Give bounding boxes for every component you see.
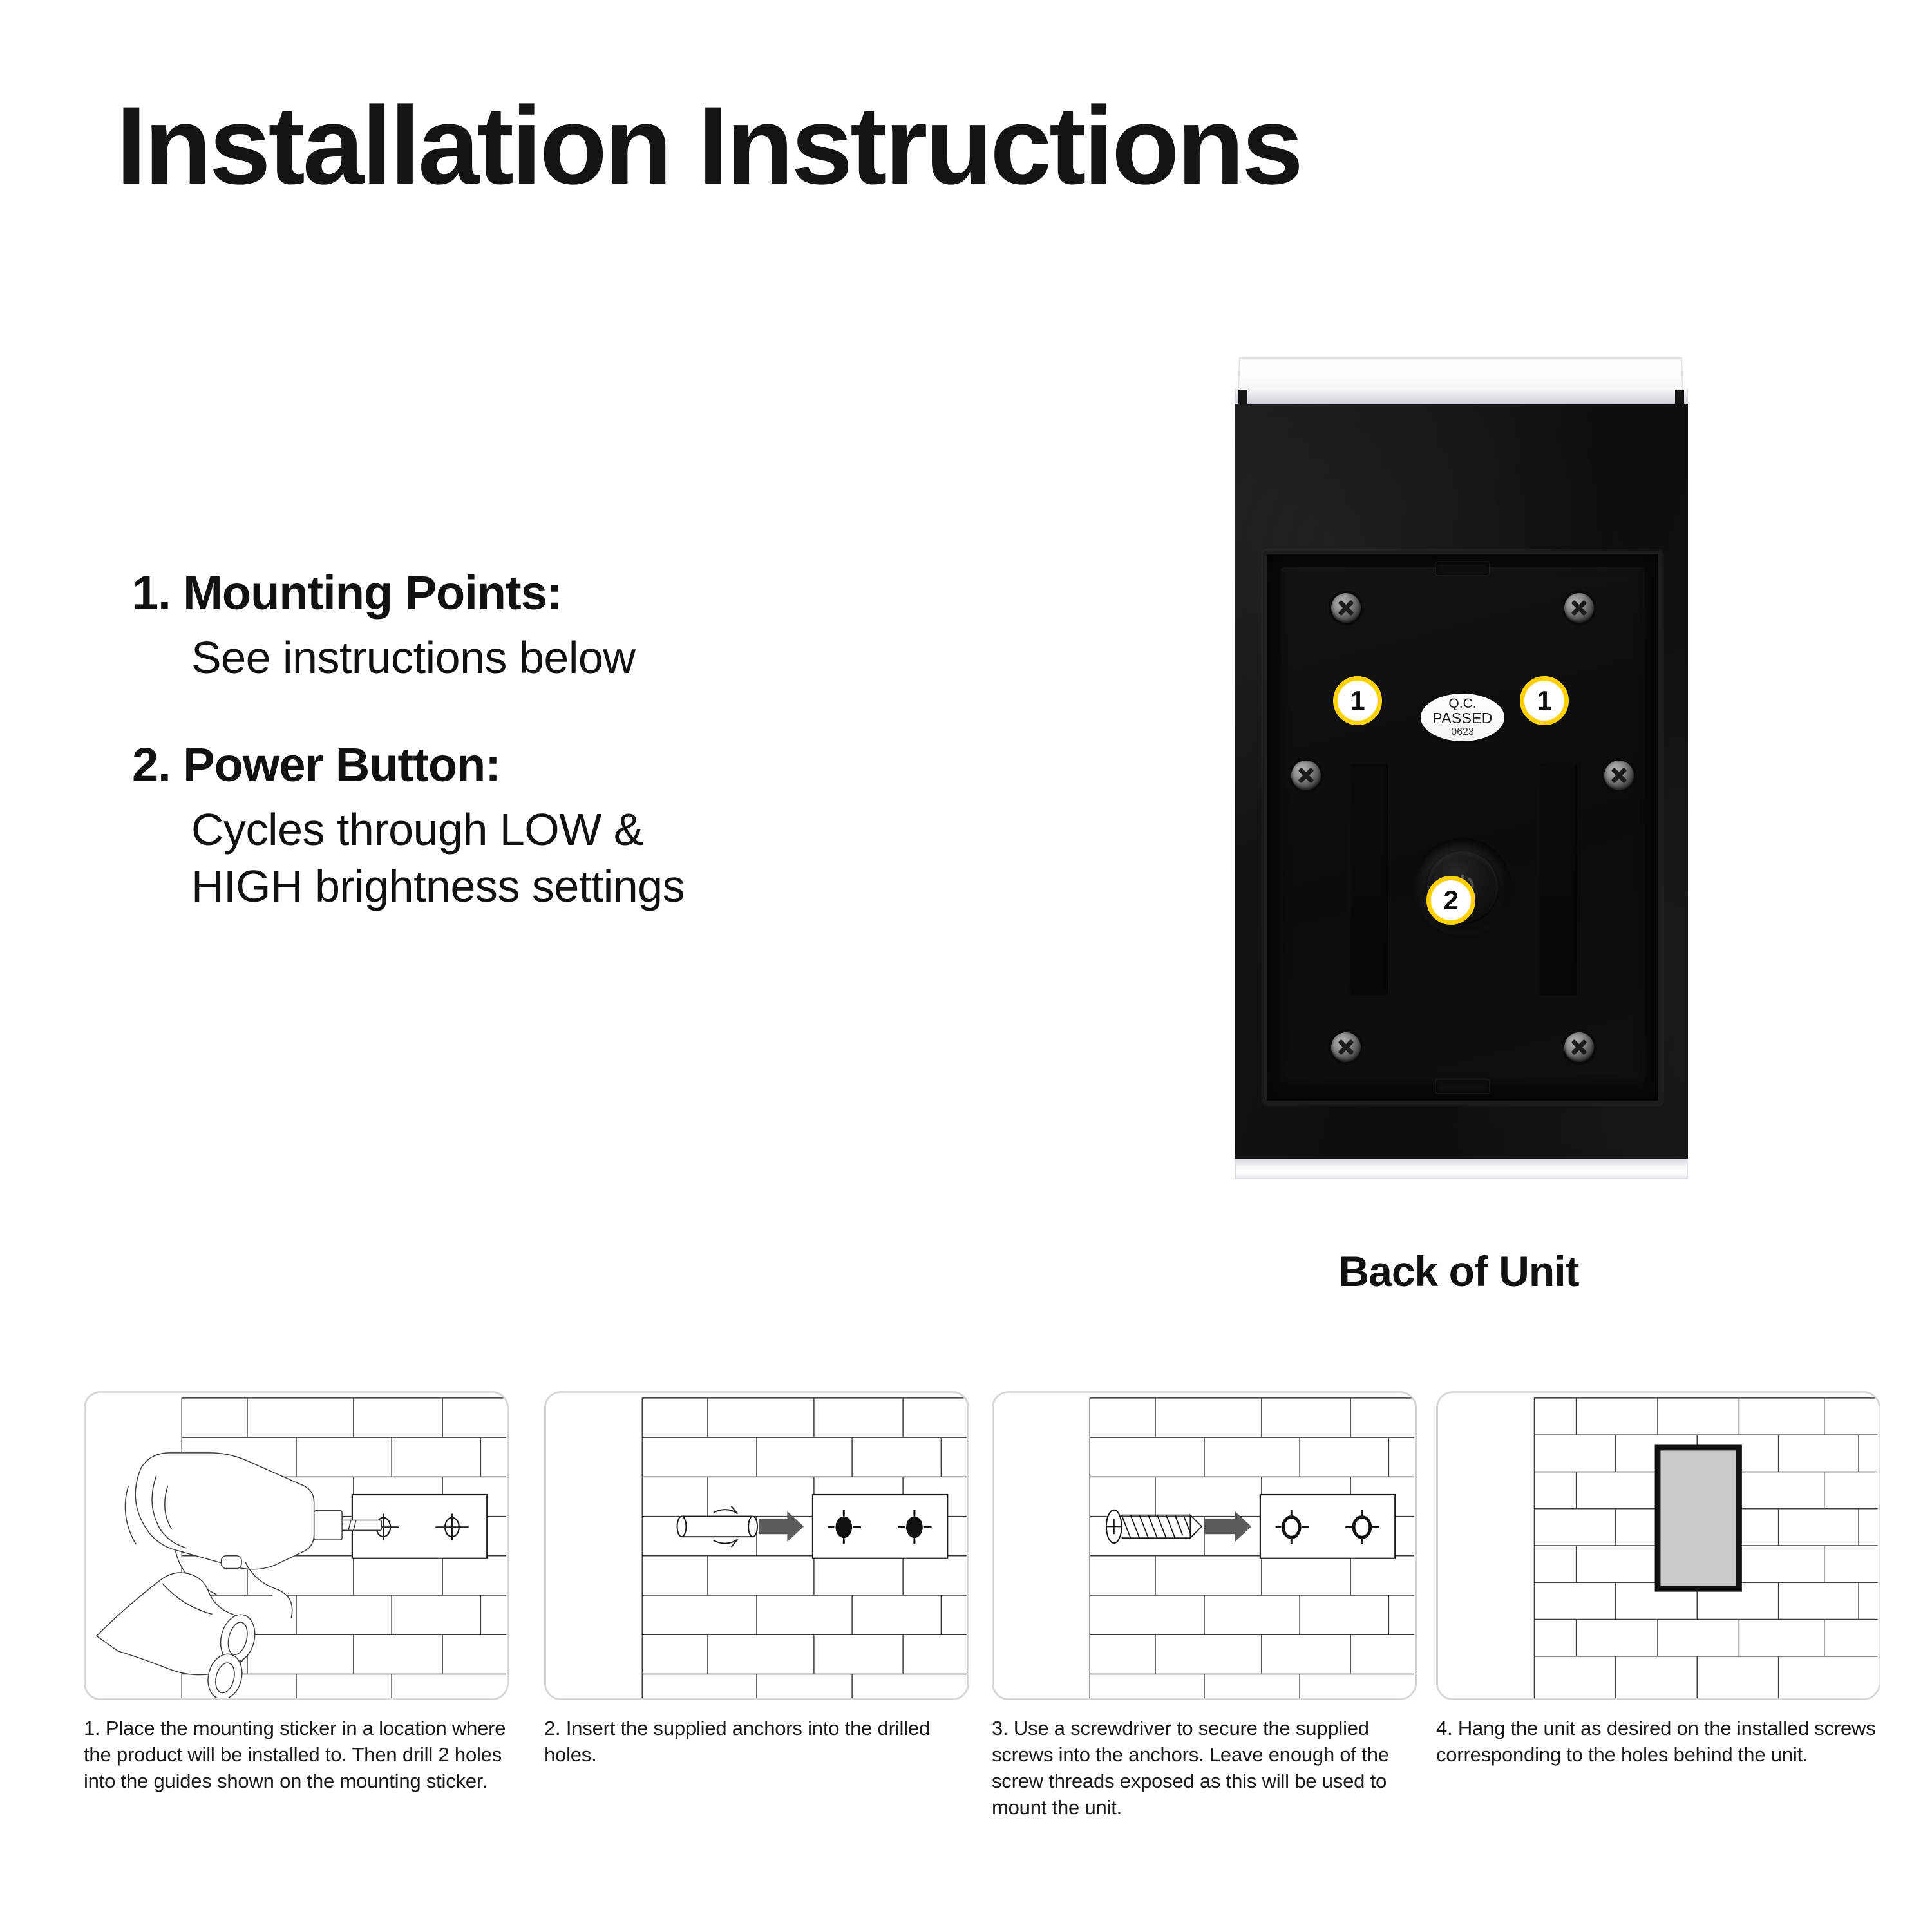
feature-line: HIGH brightness settings	[191, 861, 685, 912]
plate-tab-bottom	[1436, 1080, 1489, 1093]
hand-illustration	[95, 1572, 256, 1698]
screw-bottom-right	[1564, 1032, 1594, 1062]
feature-list: 1. Mounting Points: See instructions bel…	[132, 566, 1085, 967]
screw-mid-left	[1291, 761, 1321, 790]
mounting-plate-inner: Q.C. PASSED 0623	[1281, 562, 1644, 1093]
step-figure-drill-and-sticker	[84, 1391, 509, 1700]
drilled-hole-left	[828, 1510, 861, 1545]
screw-top-right	[1564, 593, 1594, 623]
screw-mid-right	[1604, 761, 1634, 790]
keyhole-slot-neck	[1546, 763, 1568, 846]
step-panel-2: 2. Insert the supplied anchors into the …	[544, 1391, 969, 1768]
step-panel-1: 1. Place the mounting sticker in a locat…	[84, 1391, 509, 1795]
mounted-unit-illustration	[1533, 1397, 1878, 1698]
anchored-hole-right	[1345, 1510, 1379, 1545]
mounting-plate: Q.C. PASSED 0623	[1263, 551, 1662, 1104]
screw-bottom-left	[1331, 1032, 1361, 1062]
top-diffuser-lip	[1235, 388, 1688, 405]
wall-anchor	[676, 1506, 758, 1548]
mounting-screw	[1105, 1509, 1203, 1544]
product-caption: Back of Unit	[1338, 1247, 1579, 1295]
qc-line-2: PASSED	[1432, 710, 1493, 727]
drill-guide-right	[435, 1513, 469, 1541]
step-panel-3: 3. Use a screwdriver to secure the suppl…	[992, 1391, 1417, 1821]
feature-body: See instructions below	[191, 629, 1085, 686]
step-figure-screw-into-anchor	[992, 1391, 1417, 1700]
step-figure-anchor-into-hole	[544, 1391, 969, 1700]
qc-line-3: 0623	[1451, 726, 1474, 738]
feature-heading: 1. Mounting Points:	[132, 566, 562, 620]
top-diffuser-cap	[1237, 357, 1684, 392]
keyhole-slot-neck	[1357, 763, 1379, 846]
screw-top-left	[1331, 593, 1361, 623]
step-figure-unit-hung-on-wall	[1436, 1391, 1880, 1700]
product-figure: Q.C. PASSED 0623 1 1 2 Back	[1195, 357, 1723, 1296]
drill-body	[124, 1452, 315, 1570]
callout-badge-1-right: 1	[1520, 676, 1569, 725]
installation-steps-row: 1. Place the mounting sticker in a locat…	[0, 1391, 1932, 1880]
mounted-unit	[1654, 1444, 1742, 1592]
callout-badge-1-left: 1	[1333, 676, 1382, 725]
plate-tab-top	[1436, 562, 1489, 575]
drill-bit	[339, 1519, 383, 1531]
screw-illustration	[1089, 1397, 1414, 1698]
keyhole-slot-right	[1537, 763, 1577, 995]
drilled-hole-right	[898, 1510, 932, 1545]
keyhole-slot-left	[1348, 763, 1388, 995]
feature-line: Cycles through LOW &	[191, 804, 643, 855]
anchor-illustration	[641, 1397, 967, 1698]
page-title: Installation Instructions	[116, 84, 1303, 207]
direction-arrow	[759, 1511, 804, 1542]
feature-line: See instructions below	[191, 632, 636, 683]
feature-item-power-button: 2. Power Button: Cycles through LOW & HI…	[132, 738, 1085, 914]
product-photo-back-of-unit: Q.C. PASSED 0623 1 1 2	[1201, 357, 1716, 1211]
qc-line-1: Q.C.	[1448, 696, 1477, 711]
feature-item-mounting-points: 1. Mounting Points: See instructions bel…	[132, 566, 1085, 686]
feature-heading: 2. Power Button:	[132, 738, 501, 792]
callout-badge-2-power: 2	[1426, 876, 1475, 925]
step-caption-2: 2. Insert the supplied anchors into the …	[544, 1717, 930, 1766]
step-panel-4: 4. Hang the unit as desired on the insta…	[1436, 1391, 1880, 1768]
step-caption-4: 4. Hang the unit as desired on the insta…	[1436, 1717, 1876, 1766]
step-caption-3: 3. Use a screwdriver to secure the suppl…	[992, 1717, 1389, 1819]
qc-passed-sticker: Q.C. PASSED 0623	[1421, 694, 1504, 741]
anchored-hole-left	[1275, 1510, 1309, 1545]
feature-body: Cycles through LOW & HIGH brightness set…	[191, 801, 1085, 914]
bottom-diffuser-cap	[1235, 1159, 1688, 1179]
direction-arrow	[1204, 1511, 1252, 1542]
drill-illustration	[95, 1397, 506, 1698]
step-caption-1: 1. Place the mounting sticker in a locat…	[84, 1717, 506, 1792]
